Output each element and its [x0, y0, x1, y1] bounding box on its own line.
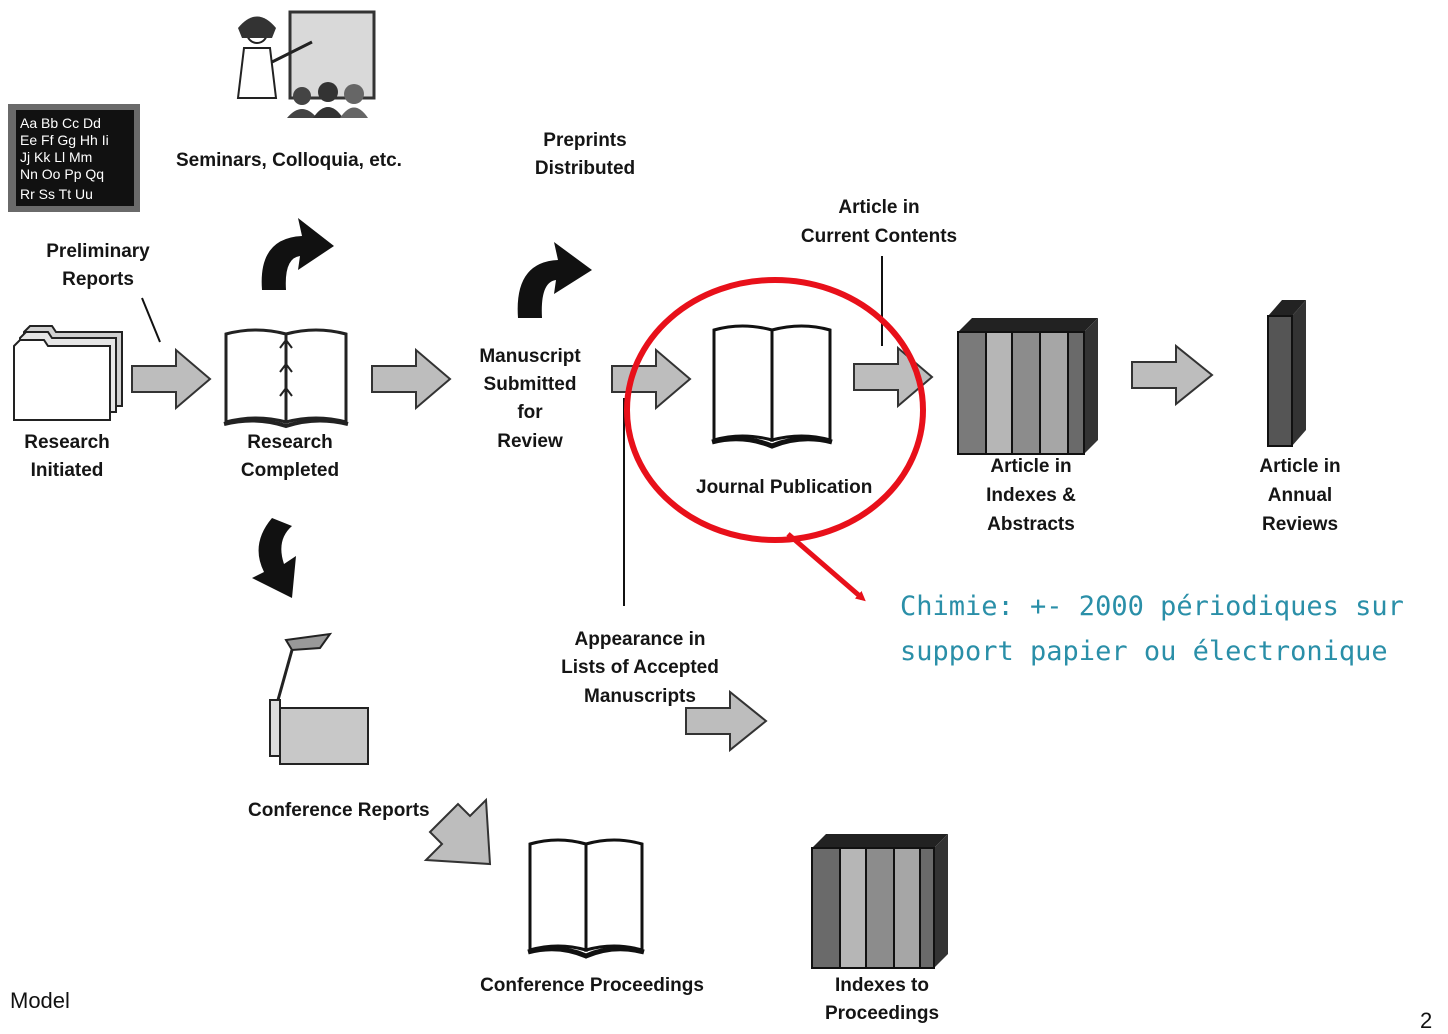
svg-text:Manuscript: Manuscript: [479, 346, 581, 367]
svg-text:Reports: Reports: [62, 269, 134, 290]
seminars-label: Seminars, Colloquia, etc.: [176, 150, 402, 171]
flow-arrow-icon: [611, 347, 692, 411]
indexes-proceedings-label: Indexes to Proceedings: [825, 975, 939, 1024]
journal-publication-label: Journal Publication: [696, 477, 872, 498]
flow-arrow-icon: [131, 347, 212, 411]
svg-text:Preprints: Preprints: [543, 130, 626, 151]
svg-text:Submitted: Submitted: [484, 374, 577, 395]
blackboard-line: Nn Oo Pp Qq: [20, 166, 104, 182]
svg-text:Abstracts: Abstracts: [987, 514, 1075, 535]
blackboard-line: Rr Ss Tt Uu: [20, 186, 93, 202]
accepted-manuscripts-label: Appearance in Lists of Accepted Manuscri…: [561, 629, 719, 707]
conference-reports-label: Conference Reports: [248, 800, 430, 821]
footer-model-label: Model: [10, 988, 70, 1013]
projector-icon: [269, 632, 369, 765]
callout-arrow: [786, 532, 866, 602]
svg-text:Research: Research: [247, 432, 333, 453]
journal-book-icon: [711, 324, 833, 449]
svg-text:Appearance in: Appearance in: [575, 629, 706, 650]
page-number: 2: [1420, 1008, 1433, 1033]
flow-arrow-icon: [1131, 343, 1214, 407]
current-contents-label: Article in Current Contents: [801, 197, 957, 247]
flow-arrow-icon: [685, 689, 768, 753]
annotation-line: support papier ou électronique: [900, 636, 1388, 667]
flow-arrow-icon: [423, 797, 492, 866]
svg-text:Lists of Accepted: Lists of Accepted: [561, 657, 719, 678]
blackboard-line: Aa Bb Cc Dd: [20, 115, 101, 131]
svg-text:for: for: [517, 402, 543, 423]
svg-text:Reviews: Reviews: [1262, 514, 1338, 535]
annual-review-volume-icon: [1267, 300, 1306, 447]
svg-text:Manuscripts: Manuscripts: [584, 686, 696, 707]
svg-text:Indexes &: Indexes &: [986, 485, 1076, 506]
research-notebook-icon: [223, 328, 349, 429]
highlight-circle: [624, 277, 926, 543]
seminar-icon: [236, 10, 376, 118]
svg-text:Proceedings: Proceedings: [825, 1003, 939, 1024]
connector-line: [141, 297, 161, 343]
svg-text:Article in: Article in: [990, 456, 1071, 477]
blackboard-line: Ee Ff Gg Hh Ii: [20, 132, 109, 148]
curved-arrow-icon: [517, 242, 592, 318]
annotation-line: Chimie: +- 2000 périodiques sur: [900, 591, 1404, 622]
svg-text:Article in: Article in: [1259, 456, 1340, 477]
curved-arrow-icon: [252, 518, 296, 598]
svg-text:Current Contents: Current Contents: [801, 226, 957, 247]
research-initiated-label: Research Initiated: [24, 432, 110, 481]
research-completed-label: Research Completed: [241, 432, 339, 481]
proceedings-book-icon: [527, 838, 645, 959]
svg-text:Annual: Annual: [1268, 485, 1332, 506]
preliminary-reports-label: Preliminary Reports: [46, 241, 150, 290]
svg-text:Indexes to: Indexes to: [835, 975, 929, 996]
svg-text:Preliminary: Preliminary: [46, 241, 150, 262]
proceedings-index-volumes-icon: [811, 834, 948, 969]
folder-icon: [13, 325, 123, 421]
index-volumes-icon: [957, 318, 1098, 455]
svg-text:Distributed: Distributed: [535, 158, 635, 179]
curved-arrow-icon: [261, 218, 334, 290]
flow-arrow-icon: [371, 347, 452, 411]
svg-text:Article in: Article in: [838, 197, 919, 218]
blackboard-icon: Aa Bb Cc Dd Ee Ff Gg Hh Ii Jj Kk Ll Mm N…: [8, 104, 140, 212]
manuscript-label: Manuscript Submitted for Review: [479, 346, 581, 452]
svg-text:Review: Review: [497, 431, 563, 452]
annual-reviews-label: Article in Annual Reviews: [1259, 456, 1340, 535]
indexes-abstracts-label: Article in Indexes & Abstracts: [986, 456, 1076, 535]
svg-text:Completed: Completed: [241, 460, 339, 481]
svg-text:Initiated: Initiated: [31, 460, 104, 481]
blackboard-line: Jj Kk Ll Mm: [20, 149, 92, 165]
conference-proceedings-label: Conference Proceedings: [480, 975, 704, 996]
preprints-label: Preprints Distributed: [535, 130, 635, 179]
svg-text:Research: Research: [24, 432, 110, 453]
